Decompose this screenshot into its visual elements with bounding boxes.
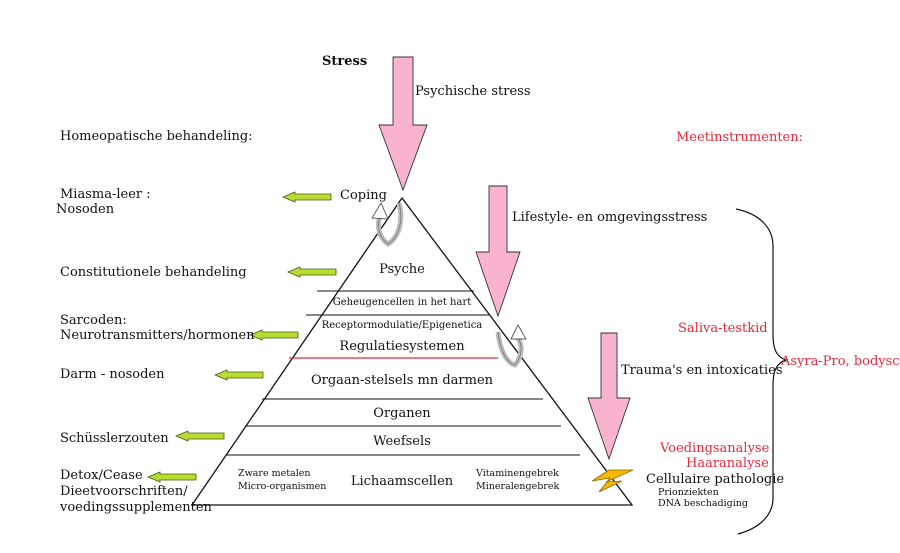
schussler-label: Schüsslerzouten [60, 431, 169, 446]
vitamin-deficiency-label: Vitaminengebrek [476, 468, 559, 479]
neurotransmitters-label: Neurotransmitters/hormonen [60, 328, 255, 343]
constitutional-label: Constitutionele behandeling [60, 265, 247, 280]
receptor-label: Receptormodulatie/Epigenetica [321, 320, 483, 331]
green-left-arrow [286, 266, 337, 278]
cells-label: Lichaamscellen [350, 474, 454, 489]
dna-damage-label: DNA beschadiging [658, 498, 748, 509]
nosodes-label: Nosoden [56, 202, 115, 217]
hair-analysis-label: Haaranalyse [686, 456, 769, 471]
sarcodes-label: Sarcoden: [60, 313, 127, 328]
green-left-arrow [174, 430, 225, 442]
diet-label-line1: Dieetvoorschriften/ [60, 484, 188, 499]
curly-brace [735, 208, 788, 535]
lightning-bolt-icon [591, 469, 634, 493]
pink-down-arrow [378, 56, 428, 192]
green-left-arrow [146, 471, 197, 483]
cell-pathology-label: Cellulaire pathologie [646, 472, 785, 487]
memory-cells-label: Geheugencellen in het hart [332, 297, 472, 308]
green-left-arrow [213, 369, 264, 381]
mineral-deficiency-label: Mineralengebrek [476, 481, 560, 492]
green-left-arrow [281, 191, 332, 203]
curved-return-arrow [371, 202, 404, 248]
tissues-label: Weefsels [373, 434, 431, 449]
saliva-label: Saliva-testkid [678, 321, 768, 336]
coping-label: Coping [340, 188, 387, 203]
gut-nosodes-label: Darm - nosoden [60, 367, 165, 382]
homeopathy-heading: Homeopatische behandeling: [60, 129, 253, 144]
organ-systems-label: Orgaan-stelsels mn darmen [310, 373, 494, 388]
diet-label-line2: voedingssupplementen [60, 500, 212, 515]
asyra-label: Asyra-Pro, bodyscan [781, 354, 900, 369]
stress-title: Stress [322, 54, 368, 69]
instruments-heading: Meetinstrumenten: [676, 130, 803, 145]
trauma-label: Trauma's en intoxicaties [621, 363, 783, 378]
psyche-label: Psyche [379, 262, 425, 277]
nutrition-analysis-label: Voedingsanalyse [660, 441, 770, 456]
pink-down-arrow [587, 332, 631, 461]
regulation-label: Regulatiesystemen [339, 339, 465, 354]
lifestyle-stress-label: Lifestyle- en omgevingsstress [512, 210, 708, 225]
curved-return-arrow [495, 324, 527, 368]
micro-organisms-label: Micro-organismen [238, 481, 327, 492]
psychic-stress-label: Psychische stress [415, 84, 531, 99]
detox-label: Detox/Cease [60, 468, 143, 483]
pink-down-arrow [475, 185, 521, 318]
pyramid-outline [190, 196, 634, 506]
miasma-label: Miasma-leer : [60, 187, 151, 202]
prion-label: Prionziekten [658, 487, 719, 498]
heavy-metals-label: Zware metalen [238, 468, 311, 479]
green-left-arrow [248, 329, 299, 341]
organs-label: Organen [373, 406, 431, 421]
